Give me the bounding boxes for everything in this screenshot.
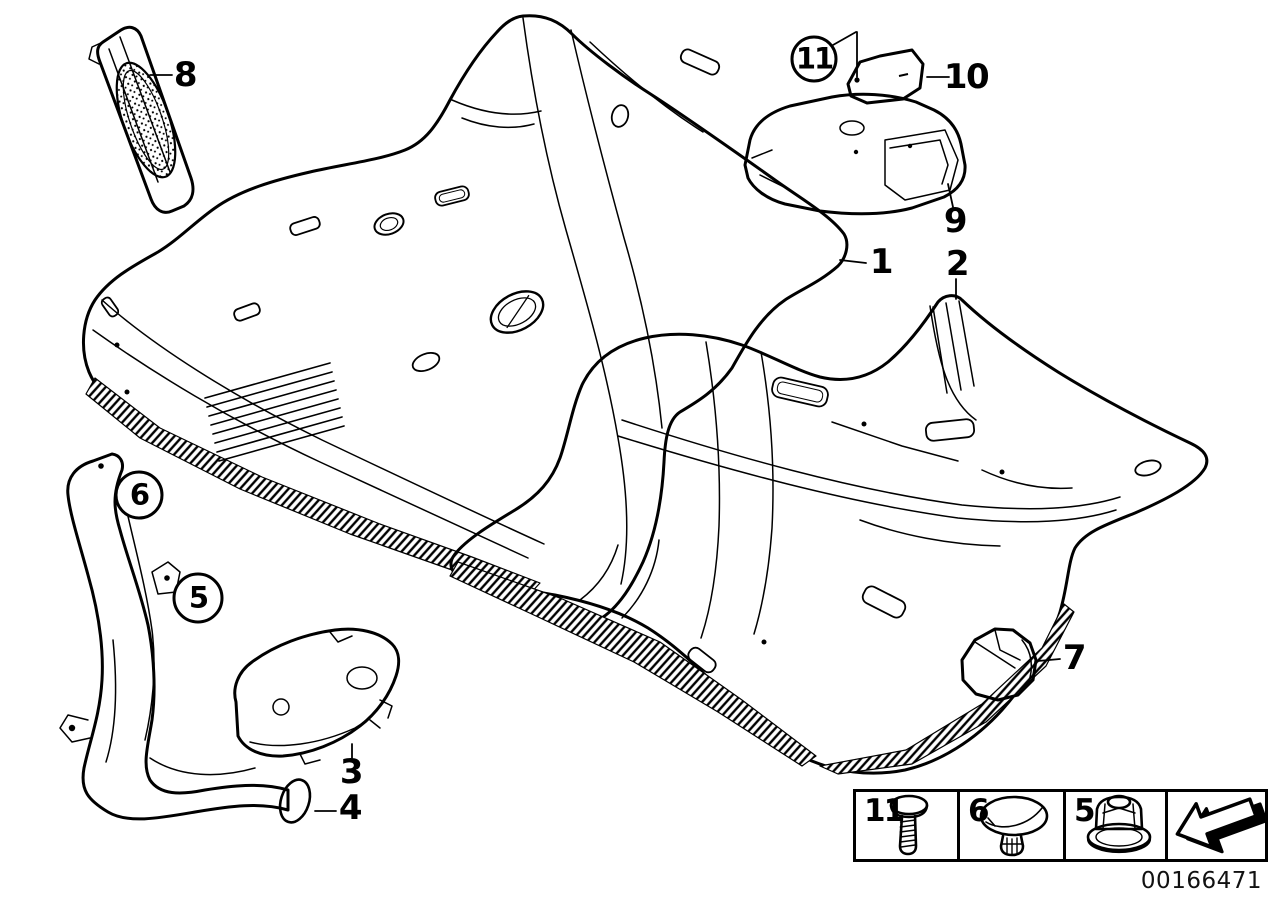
callout-3[interactable]: 3 — [339, 752, 364, 792]
cover-plate-drawing — [233, 627, 401, 765]
diagram-image-id: 00166471 — [1140, 868, 1262, 894]
callout-2[interactable]: 2 — [945, 244, 970, 284]
legend-number-5: 5 — [1074, 793, 1096, 829]
cover-cap-drawing — [846, 48, 925, 105]
callout-11[interactable]: 11 — [790, 35, 838, 83]
legend-cell-direction[interactable] — [1168, 792, 1265, 859]
legend-number-11: 11 — [864, 793, 905, 829]
footrest-trim-drawing — [88, 25, 195, 214]
legend-cell-nut[interactable]: 5 — [1066, 792, 1168, 859]
callout-10[interactable]: 10 — [943, 57, 990, 97]
nut-icon — [1086, 794, 1151, 853]
leader-lines — [149, 31, 1061, 812]
legend-cell-screw[interactable]: 11 — [856, 792, 960, 859]
callout-6[interactable]: 6 — [114, 470, 164, 520]
front-carpet-drawing — [82, 14, 849, 627]
callout-7[interactable]: 7 — [1062, 638, 1087, 678]
rear-carpet-drawing — [449, 294, 1209, 775]
fastener-legend-table: 11 6 — [853, 789, 1268, 862]
duct-outlet-drawing — [960, 627, 1038, 702]
legend-number-6: 6 — [968, 793, 990, 829]
callout-4[interactable]: 4 — [338, 788, 363, 828]
rear-mat-drawing — [743, 92, 967, 216]
direction-arrow-icon — [1175, 796, 1265, 853]
legend-cell-clip[interactable]: 6 — [960, 792, 1066, 859]
callout-5[interactable]: 5 — [172, 572, 224, 624]
air-duct-drawing — [59, 452, 312, 824]
callout-9[interactable]: 9 — [943, 201, 968, 241]
screw-icon — [889, 794, 928, 855]
callout-1[interactable]: 1 — [869, 242, 894, 282]
callout-8[interactable]: 8 — [173, 55, 198, 95]
clip-icon — [979, 795, 1048, 856]
